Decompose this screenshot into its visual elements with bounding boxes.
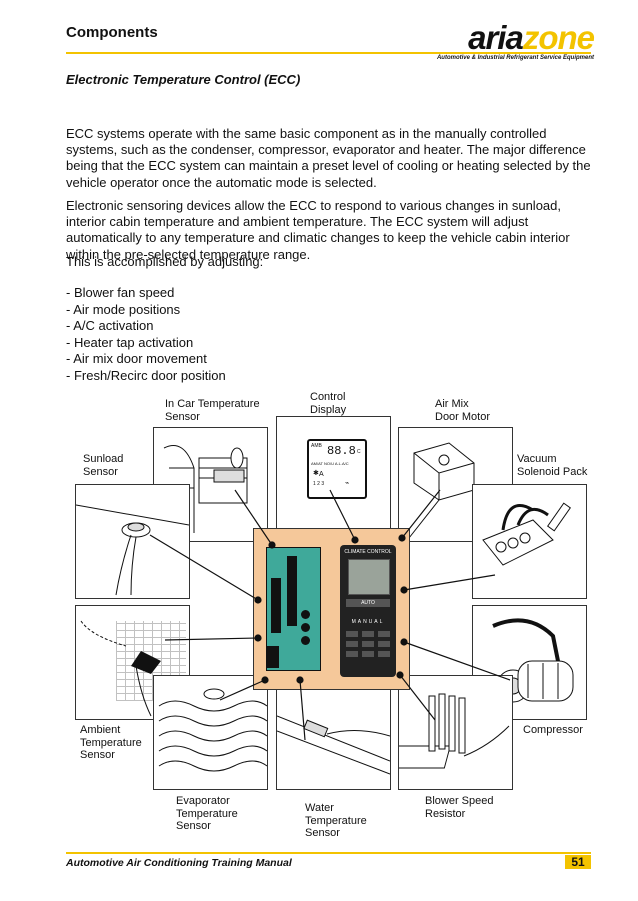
control-button [362,641,374,647]
control-button [378,631,390,637]
water-sensor-illustration [276,715,391,775]
label-control-display: Control Display [310,391,347,416]
climate-lcd [348,559,390,595]
page-subtitle: Electronic Temperature Control (ECC) [66,72,301,87]
list-item: - Air mode positions [66,301,181,317]
page-number: 51 [565,855,591,869]
vacuum-solenoid-illustration [482,502,572,566]
panel-vacuum-solenoid [472,484,587,599]
section-title: Components [66,24,158,41]
ecc-component-diagram: In Car Temperature Sensor Control Displa… [0,380,638,840]
control-button [362,651,374,657]
blower-resistor-illustration [388,693,510,769]
logo-tagline: Automotive & Industrial Refrigerant Serv… [436,55,594,61]
control-display-screen: AMB 88.8 C AM/AT NO/U A.L.A/C A 1 2 3 ✱ … [307,439,367,499]
label-sunload-sensor: Sunload Sensor [83,453,124,478]
label-vacuum-solenoid: Vacuum Solenoid Pack [517,453,588,478]
air-mix-motor-illustration [408,442,475,539]
header-rule [66,52,591,54]
logo-word-aria: aria [468,19,524,56]
fan-icon: ✱ [313,470,319,477]
ecu-capacitor [301,623,310,632]
control-button [362,631,374,637]
climate-control-title: CLIMATE CONTROL [344,549,392,555]
ambient-sensor-illustration [80,620,161,717]
center-control-board: CLIMATE CONTROL AUTO MANUAL [253,528,410,690]
logo-word-zone: zone [522,19,595,56]
label-evaporator-sensor: Evaporator Temperature Sensor [176,795,238,832]
panel-sunload-sensor [75,484,190,599]
display-unit: C [357,449,361,455]
panel-evaporator-sensor [153,675,268,790]
display-reading: 88.8 [327,444,356,458]
vent-icon: ⌁ [345,480,350,487]
control-button [378,641,390,647]
control-button [346,651,358,657]
paragraph-intro: ECC systems operate with the same basic … [66,126,591,190]
ecu-connector [267,646,279,668]
label-water-sensor: Water Temperature Sensor [305,802,367,839]
ecu-capacitor [301,636,310,645]
connector-lines [149,489,511,741]
ecu-capacitor [301,610,310,619]
label-blower-resistor: Blower Speed Resistor [425,795,494,820]
display-auto-glyph: A [319,471,324,478]
climate-control-head: CLIMATE CONTROL AUTO MANUAL [340,545,396,677]
list-item: - Fresh/Recirc door position [66,367,226,383]
paragraph-sensors: Electronic sensoring devices allow the E… [66,198,570,262]
control-button [346,641,358,647]
label-air-mix-motor: Air Mix Door Motor [435,398,491,423]
ecu-circuit-board [266,547,321,671]
evaporator-sensor-illustration [158,688,268,772]
display-mode-line: AM/AT NO/U A.L.A/C [311,461,349,466]
paragraph-adjusting: This is accomplished by adjusting: [66,254,264,269]
list-item: - A/C activation [66,318,154,333]
sunload-sensor-illustration [75,504,190,596]
auto-button: AUTO [346,599,390,607]
label-compressor: Compressor [523,724,583,736]
list-item: - Blower fan speed [66,285,175,300]
panel-control-display: AMB 88.8 C AM/AT NO/U A.L.A/C A 1 2 3 ✱ … [276,416,391,530]
adjustment-list: - Blower fan speed - Air mode positions … [66,285,226,384]
list-item: - Air mix door movement [66,351,207,366]
ecu-chip [287,556,297,626]
label-in-car-sensor: In Car Temperature Sensor [165,398,260,423]
footer-manual-title: Automotive Air Conditioning Training Man… [66,857,292,869]
panel-water-sensor [276,685,391,790]
footer-rule [66,852,591,854]
label-ambient-sensor: Ambient Temperature Sensor [80,724,142,761]
display-speed-digits: 1 2 3 [313,481,325,487]
manual-label: MANUAL [351,619,385,625]
ariazone-logo: ariazone Automotive & Industrial Refrige… [436,19,595,62]
control-button [378,651,390,657]
panel-blower-resistor [388,675,513,790]
control-button [346,631,358,637]
display-amb-label: AMB [311,443,322,449]
list-item: - Heater tap activation [66,334,194,350]
ecu-chip [271,578,281,633]
